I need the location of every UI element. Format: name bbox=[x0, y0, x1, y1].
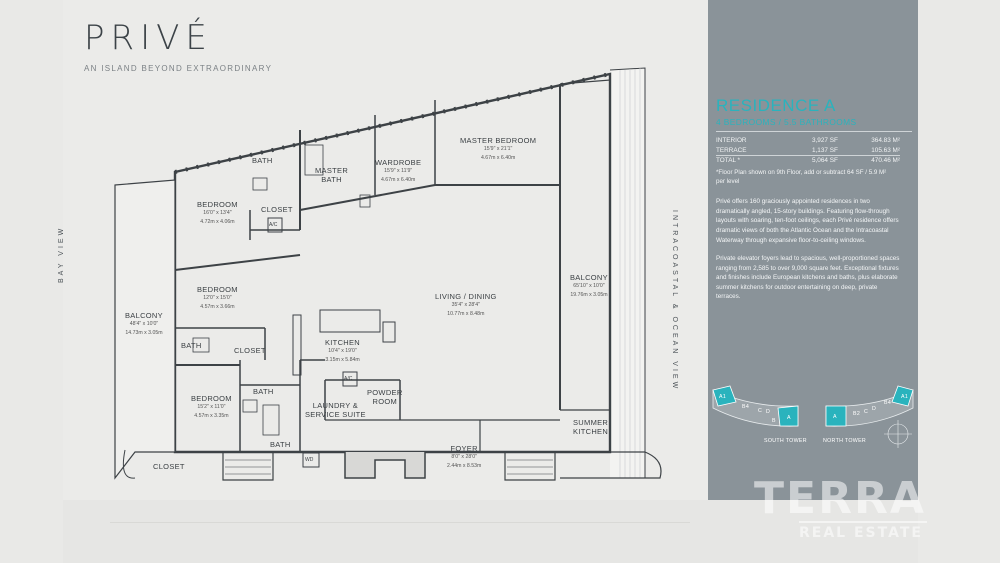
description-2: Private elevator foyers lead to spacious… bbox=[716, 255, 900, 301]
room-closet-2: CLOSET bbox=[234, 346, 266, 355]
room-bath-mid: BATH bbox=[181, 341, 202, 350]
keyplan-unit-d-south: D bbox=[766, 409, 771, 415]
watermark-terra: TERRA bbox=[754, 473, 926, 524]
keyplan-unit-a1-south: A1 bbox=[719, 394, 727, 400]
area-row-total: TOTAL * 5,064 SF 470.46 M² bbox=[716, 155, 900, 165]
area-row-terrace: TERRACE 1,137 SF 105.63 M² bbox=[716, 145, 900, 156]
divider bbox=[716, 131, 912, 132]
ac-unit-1: A/C bbox=[269, 222, 278, 228]
keyplan-unit-c-north: C bbox=[864, 409, 869, 415]
key-plan-drawing bbox=[712, 385, 914, 448]
residence-subtitle: 4 BEDROOMS / 5.5 BATHROOMS bbox=[716, 117, 857, 127]
room-bath-top: BATH bbox=[252, 156, 273, 165]
area-table: INTERIOR 3,927 SF 364.83 M² TERRACE 1,13… bbox=[716, 136, 900, 165]
key-plan: A1 B4 C D B A A B2 C D B4 A1 SOUTH TOWER… bbox=[708, 378, 918, 460]
brand-block: PRIVÉ AN ISLAND BEYOND EXTRAORDINARY bbox=[84, 20, 272, 73]
intracoastal-ocean-view-label: INTRACOASTAL & OCEAN VIEW bbox=[671, 210, 678, 392]
area-row-interior: INTERIOR 3,927 SF 364.83 M² bbox=[716, 136, 900, 145]
keyplan-unit-a-south: A bbox=[787, 415, 791, 421]
area-m2: 364.83 M² bbox=[871, 137, 900, 145]
area-m2: 470.46 M² bbox=[871, 156, 900, 164]
watermark-real-estate: REAL ESTATE bbox=[799, 525, 923, 541]
area-sf: 1,137 SF bbox=[811, 146, 838, 154]
floor-plan-drawing bbox=[114, 67, 662, 481]
keyplan-unit-a1-north: A1 bbox=[901, 394, 909, 400]
keyplan-unit-d-north: D bbox=[872, 406, 877, 412]
description-1: Privé offers 160 graciously appointed re… bbox=[716, 198, 899, 244]
south-tower-label: SOUTH TOWER bbox=[764, 438, 807, 444]
area-sf: 5,064 SF bbox=[811, 156, 838, 164]
keyplan-unit-c-south: C bbox=[758, 408, 763, 414]
keyplan-unit-b-south: B bbox=[772, 418, 776, 424]
area-sf: 3,927 SF bbox=[811, 137, 838, 145]
room-bath-low: BATH bbox=[253, 387, 274, 396]
washer-dryer: WD bbox=[305, 457, 314, 463]
footer-divider bbox=[110, 522, 690, 525]
brand-tagline: AN ISLAND BEYOND EXTRAORDINARY bbox=[84, 64, 273, 73]
watermark-rule bbox=[799, 521, 927, 523]
area-label: INTERIOR bbox=[716, 137, 747, 145]
page-margin-right bbox=[918, 0, 1000, 563]
floor-note: *Floor Plan shown on 9th Floor, add or s… bbox=[716, 169, 887, 186]
keyplan-unit-b4-south: B4 bbox=[742, 404, 750, 410]
keyplan-unit-b2-north: B2 bbox=[853, 411, 861, 417]
page-margin-left bbox=[0, 0, 63, 563]
room-laundry-service: LAUNDRY & SERVICE SUITE bbox=[305, 401, 366, 419]
brand-logo: PRIVÉ bbox=[84, 18, 213, 58]
ac-unit-2: A/C bbox=[344, 376, 353, 382]
room-powder: POWDER ROOM bbox=[367, 388, 403, 406]
area-m2: 105.63 M² bbox=[871, 146, 900, 154]
keyplan-unit-b4-north: B4 bbox=[884, 400, 892, 406]
area-label: TERRACE bbox=[716, 146, 747, 154]
bay-view-label: BAY VIEW bbox=[58, 225, 65, 283]
keyplan-unit-a-north: A bbox=[833, 414, 837, 420]
room-master-bath: MASTER BATH bbox=[315, 166, 349, 184]
north-tower-label: NORTH TOWER bbox=[823, 438, 867, 444]
area-label: TOTAL * bbox=[716, 156, 741, 164]
room-bath-bottom: BATH bbox=[270, 440, 291, 449]
sheet-footer-area bbox=[63, 500, 918, 563]
residence-info: RESIDENCE A 4 BEDROOMS / 5.5 BATHROOMS I… bbox=[716, 97, 912, 365]
room-summer-kitchen: SUMMER KITCHEN bbox=[573, 418, 609, 436]
room-closet-1: CLOSET bbox=[261, 205, 293, 214]
room-closet-3: CLOSET bbox=[153, 462, 185, 471]
residence-title: RESIDENCE A bbox=[716, 96, 836, 115]
